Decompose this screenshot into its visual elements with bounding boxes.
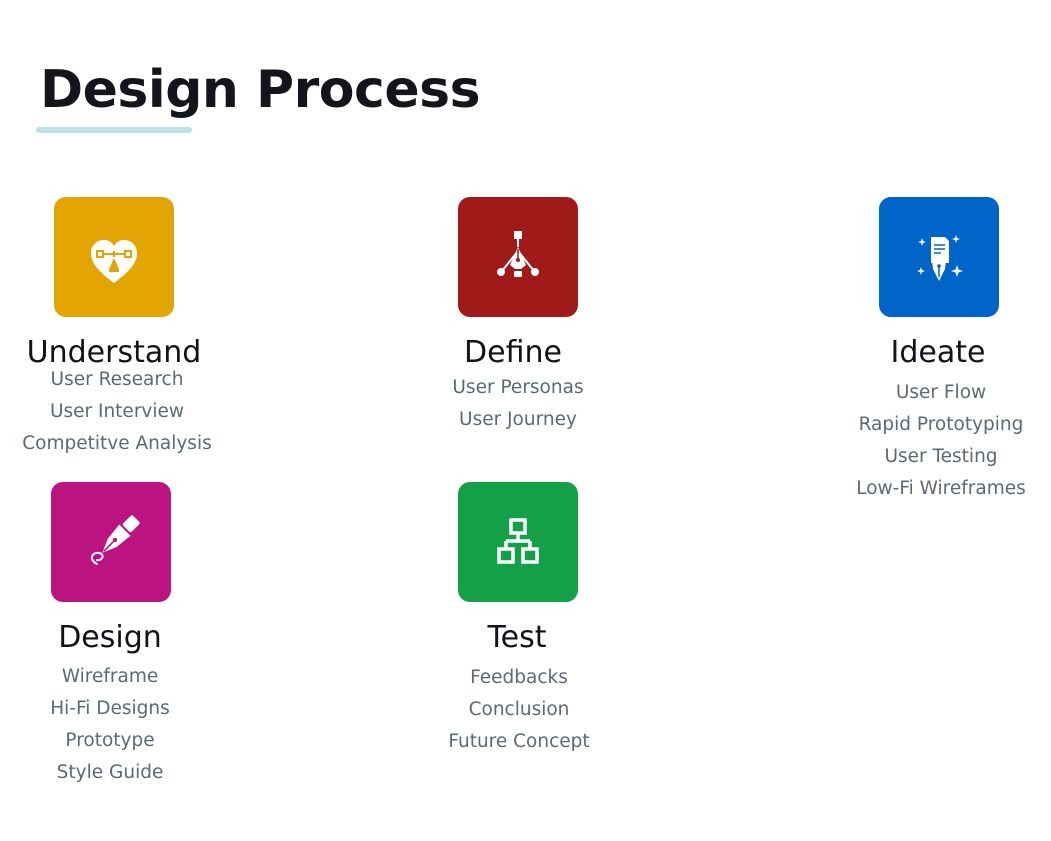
stage-title-ideate: Ideate — [890, 335, 986, 370]
ideate-icon-tile — [879, 197, 999, 317]
define-items: User Personas User Journey — [418, 372, 618, 436]
understand-items: User Research User Interview Competitve … — [0, 364, 234, 460]
heart-vector-icon — [91, 240, 137, 283]
list-item: User Research — [50, 369, 184, 390]
list-item: Low-Fi Wireframes — [856, 478, 1026, 499]
list-item: User Personas — [452, 377, 584, 398]
stage-title-define: Define — [464, 335, 562, 370]
list-item: Style Guide — [56, 762, 164, 783]
pen-tool-anchor-icon — [497, 231, 539, 277]
understand-icon-tile — [54, 197, 174, 317]
design-items: Wireframe Hi-Fi Designs Prototype Style … — [10, 661, 210, 789]
list-item: Rapid Prototyping — [858, 414, 1024, 435]
ideate-items: User Flow Rapid Prototyping User Testing… — [836, 377, 1046, 505]
list-item: Conclusion — [468, 699, 570, 720]
title-underline — [36, 127, 192, 133]
list-item: User Interview — [49, 401, 185, 422]
stage-title-test: Test — [487, 620, 547, 655]
pen-document-sparkle-icon — [917, 235, 963, 281]
test-items: Feedbacks Conclusion Future Concept — [419, 662, 619, 758]
define-icon-tile — [458, 197, 578, 317]
list-item: Feedbacks — [470, 667, 568, 688]
list-item: Future Concept — [448, 731, 590, 752]
list-item: Wireframe — [61, 666, 159, 687]
list-item: Competitve Analysis — [22, 433, 212, 454]
fountain-pen-icon — [91, 515, 140, 565]
stage-title-understand: Understand — [26, 335, 202, 370]
list-item: Hi-Fi Designs — [50, 698, 170, 719]
list-item: User Testing — [884, 446, 998, 467]
design-icon-tile — [51, 482, 171, 602]
test-icon-tile — [458, 482, 578, 602]
stage-title-design: Design — [58, 620, 162, 655]
list-item: User Journey — [459, 409, 577, 430]
list-item: User Flow — [895, 382, 987, 403]
sitemap-icon — [497, 518, 539, 564]
list-item: Prototype — [65, 730, 155, 751]
page-title: Design Process — [40, 60, 481, 120]
